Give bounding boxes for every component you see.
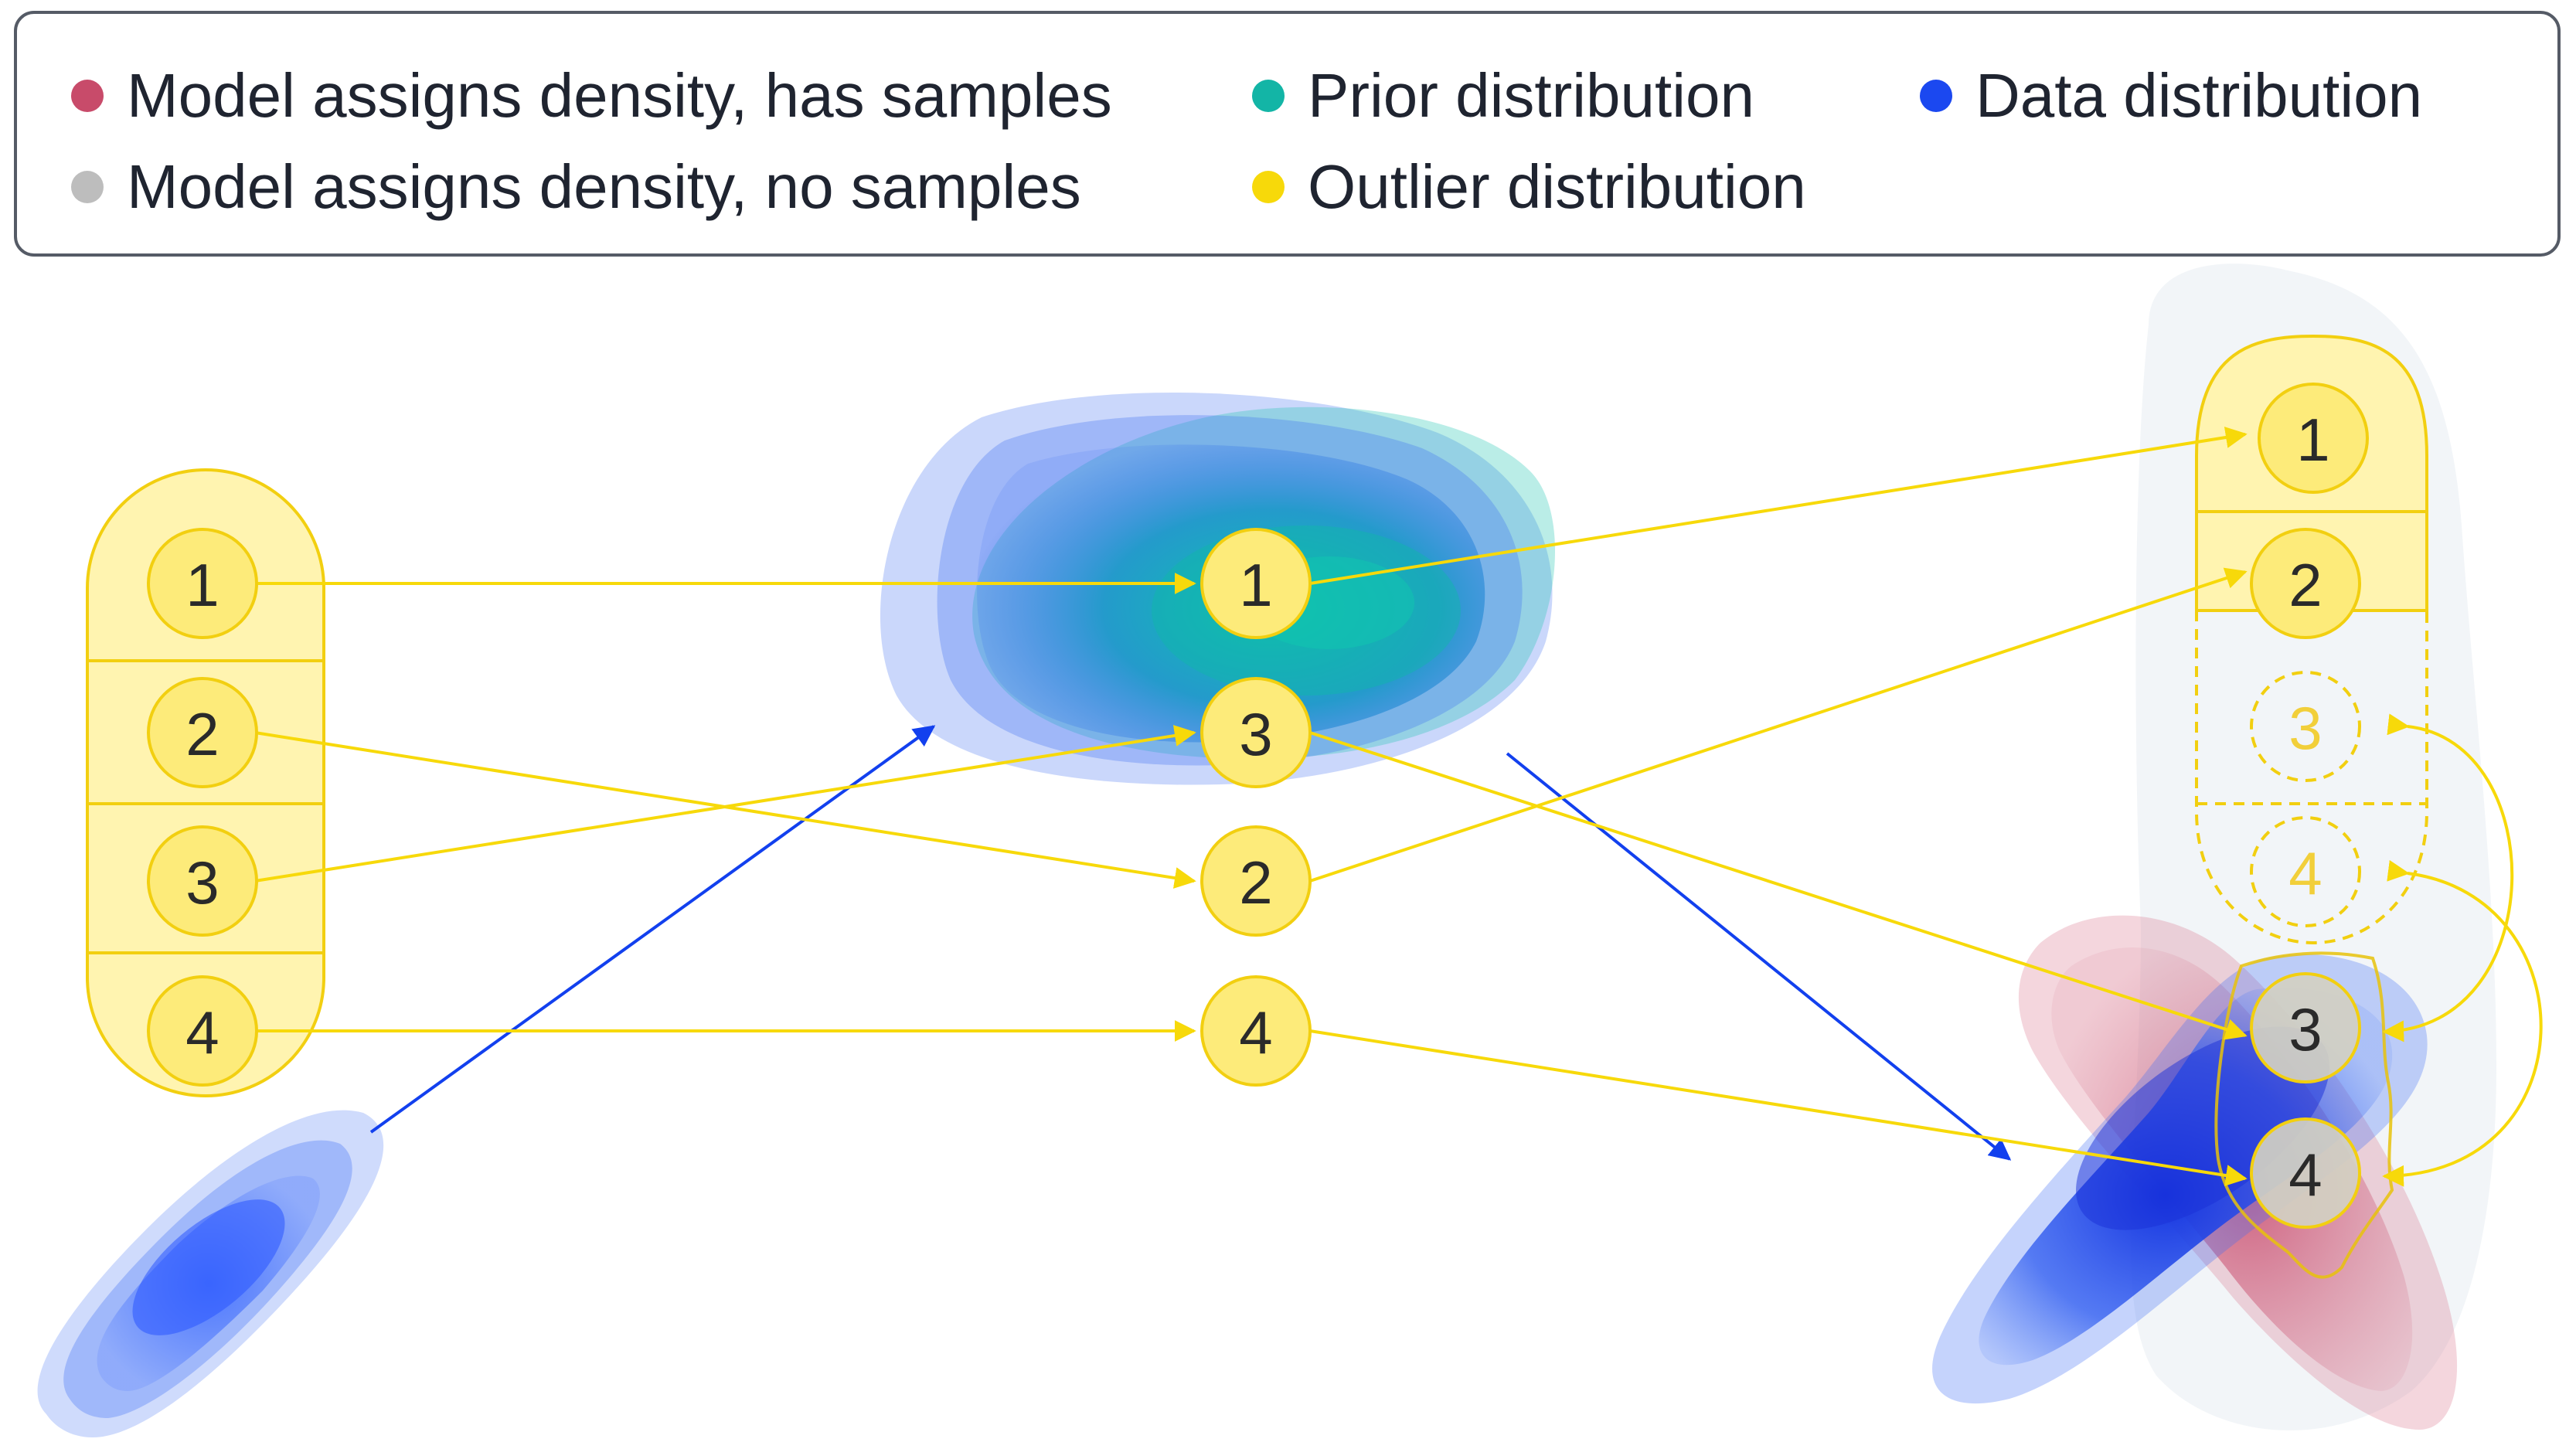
legend-label: Model assigns density, has samples: [127, 61, 1112, 130]
legend-item-data: Data distribution: [1920, 57, 2422, 134]
data-arrow-to-prior: [369, 725, 936, 1134]
right-nodes: 1 2 3 4 3 4: [2250, 383, 2369, 1229]
legend-item-outlier: Outlier distribution: [1252, 148, 1806, 226]
outlier-node: 1: [2258, 383, 2369, 494]
node-label: 2: [2288, 551, 2322, 619]
model-node-no-samples: 4: [2250, 1117, 2361, 1229]
node-label: 2: [1239, 849, 1272, 917]
node-label: 3: [185, 849, 219, 917]
node-label: 4: [1239, 998, 1272, 1066]
legend-item-model-has-samples: Model assigns density, has samples: [71, 57, 1112, 134]
outlier-arrow-2-mid-right: [1309, 567, 2248, 883]
outlier-curve-3: [2382, 713, 2514, 1043]
data-distribution-left: [37, 1110, 384, 1437]
legend-marker-red: [71, 80, 104, 112]
legend-marker-yellow: [1252, 171, 1285, 203]
legend-marker-teal: [1252, 80, 1285, 112]
outlier-arrow-4-mid-right: [1309, 1029, 2248, 1186]
outlier-arrow-3-left-mid: [254, 725, 1196, 883]
legend-label: Prior distribution: [1308, 61, 1755, 130]
outlier-node-unsampled: 4: [2250, 816, 2361, 927]
data-arrow-to-model: [1506, 752, 2012, 1161]
outlier-node: 2: [147, 677, 258, 788]
outlier-curve-4: [2382, 859, 2543, 1187]
legend-label: Outlier distribution: [1308, 152, 1806, 221]
node-label: 1: [2296, 406, 2329, 474]
right-outlier-stack-dashed: [2195, 611, 2428, 945]
outlier-node: 1: [1200, 528, 1312, 639]
legend-item-model-no-samples: Model assigns density, no samples: [71, 148, 1081, 226]
legend: Model assigns density, has samples Prior…: [14, 11, 2561, 257]
node-label: 3: [1239, 700, 1272, 768]
outlier-node: 2: [2250, 528, 2361, 639]
outlier-arrow-1-mid-right: [1309, 427, 2248, 585]
legend-label: Model assigns density, no samples: [127, 152, 1081, 221]
node-label: 4: [2288, 1141, 2322, 1209]
outlier-node: 4: [1200, 975, 1312, 1087]
node-label: 1: [185, 551, 219, 619]
node-label: 4: [185, 998, 219, 1066]
node-label: 3: [2288, 995, 2322, 1063]
outlier-node: 2: [1200, 825, 1312, 937]
outlier-arrow-3-mid-right: [1309, 731, 2248, 1040]
model-node-no-samples: 3: [2250, 972, 2361, 1083]
outlier-node: 3: [1200, 677, 1312, 788]
legend-label: Data distribution: [1975, 61, 2423, 130]
node-label: 3: [2288, 694, 2322, 762]
outlier-node-unsampled: 3: [2250, 671, 2361, 782]
node-label: 4: [2288, 839, 2322, 907]
left-nodes: 1 2 3 4: [147, 528, 258, 1087]
node-label: 2: [185, 700, 219, 768]
outlier-node: 1: [147, 528, 258, 639]
legend-marker-gray: [71, 171, 104, 203]
legend-item-prior: Prior distribution: [1252, 57, 1754, 134]
legend-marker-blue: [1920, 80, 1952, 112]
node-label: 1: [1239, 551, 1272, 619]
outlier-outline-right: [2214, 951, 2394, 1279]
middle-nodes: 1 3 2 4: [1200, 528, 1312, 1087]
outlier-node: 3: [147, 825, 258, 937]
outlier-node: 4: [147, 975, 258, 1087]
